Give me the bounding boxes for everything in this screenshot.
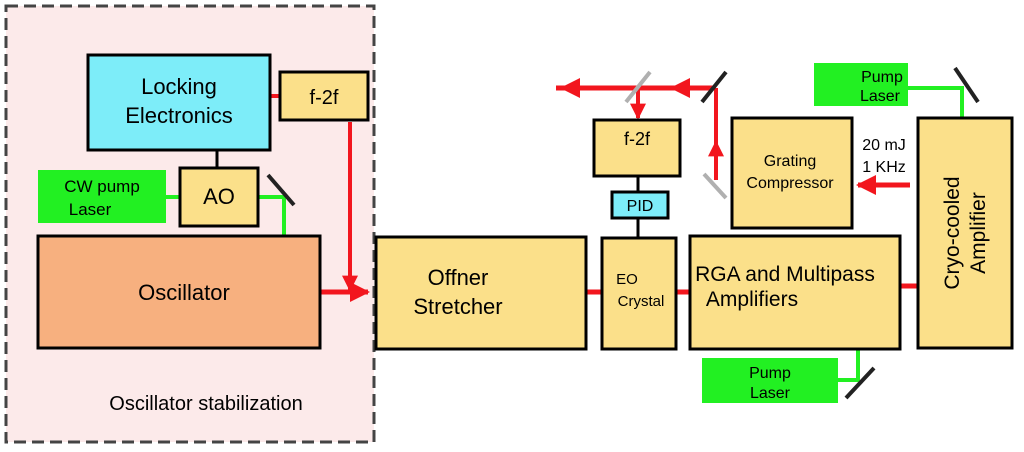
cw-pump-laser-block: CW pump Laser — [38, 170, 166, 223]
rga-line2: Amplifiers — [706, 288, 798, 311]
f2f-amplifier-block: f-2f — [592, 118, 682, 178]
f2f-oscillator-block: f-2f — [278, 70, 370, 122]
locking-electronics-line2: Electronics — [125, 103, 233, 128]
oscillator-label: Oscillator — [138, 280, 230, 305]
pump-top-line2: Laser — [860, 88, 901, 105]
top-pump-mirror — [953, 66, 980, 104]
grating-line1: Grating — [764, 153, 816, 170]
locking-electronics-line1: Locking — [141, 74, 217, 99]
pump-laser-bottom-block: Pump Laser — [702, 358, 838, 403]
eo-crystal-line1: EO — [616, 271, 638, 288]
oscillator-block: Oscillator — [36, 234, 322, 350]
stabilization-label: Oscillator stabilization — [109, 393, 302, 415]
pump-top-line1: Pump — [861, 69, 903, 86]
f2f-oscillator-label: f-2f — [310, 87, 339, 109]
pickoff-mirror — [624, 70, 652, 104]
top-pump-beam — [908, 86, 964, 118]
output-mirror — [700, 70, 728, 104]
cw-pump-line1: CW pump — [64, 177, 140, 196]
offner-line1: Offner — [428, 265, 489, 290]
cryo-amplifier-block: Cryo-cooled Amplifier — [916, 116, 1014, 350]
compressor-mirror — [702, 172, 728, 200]
rga-multipass-block: RGA and Multipass Amplifiers — [688, 234, 902, 351]
bottom-pump-beam — [838, 348, 860, 382]
grating-line2: Compressor — [746, 175, 834, 192]
pump-laser-top-block: Pump Laser — [814, 63, 908, 106]
pid-label: PID — [627, 198, 654, 215]
ao-block: AO — [178, 166, 260, 228]
bottom-pump-mirror — [844, 366, 876, 400]
locking-electronics-block: Locking Electronics — [86, 53, 272, 152]
ao-mirror — [266, 173, 296, 207]
cw-pump-line2: Laser — [69, 200, 112, 219]
pump-bottom-line2: Laser — [750, 385, 791, 402]
grating-compressor-block: Grating Compressor — [730, 116, 854, 230]
offner-line2: Stretcher — [413, 294, 502, 319]
pump-bottom-line1: Pump — [749, 365, 791, 382]
ao-label: AO — [203, 184, 235, 209]
rga-line1: RGA and Multipass — [695, 263, 875, 286]
pid-block: PID — [610, 190, 670, 220]
f2f-amplifier-label: f-2f — [624, 129, 651, 149]
energy-annotation: 20 mJ — [862, 137, 906, 154]
cryo-line2: Amplifier — [967, 192, 990, 274]
eo-crystal-line2: Crystal — [618, 293, 665, 310]
ao-pump-beam — [258, 195, 286, 236]
offner-stretcher-block: Offner Stretcher — [374, 235, 588, 351]
cryo-line1: Cryo-cooled — [941, 176, 964, 289]
eo-crystal-block: EO Crystal — [600, 236, 678, 351]
rate-annotation: 1 KHz — [862, 159, 906, 176]
